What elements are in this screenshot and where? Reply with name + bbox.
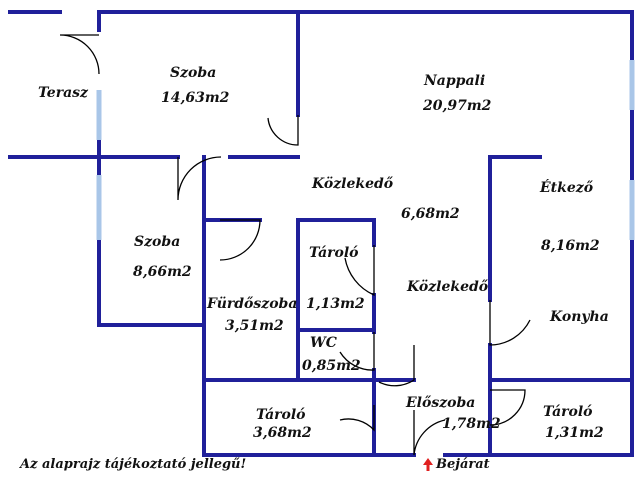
door-eloszoba xyxy=(378,345,415,387)
room-name-kozlekedo1: Közlekedő xyxy=(311,176,394,192)
room-name-szoba2: Szoba xyxy=(134,234,180,250)
room-area-szoba2: 8,66m2 xyxy=(133,264,192,280)
room-area-etkezo: 8,16m2 xyxy=(541,238,600,254)
door-tarolo1 xyxy=(344,245,375,296)
doors xyxy=(59,34,531,456)
room-area-wc: 0,85m2 xyxy=(302,358,361,374)
room-name-tarolo3: Tároló xyxy=(543,404,593,420)
door-terasz xyxy=(59,34,100,75)
room-name-tarolo2: Tároló xyxy=(256,407,306,423)
room-name-eloszoba: Előszoba xyxy=(405,395,475,411)
room-area-nappali: 20,97m2 xyxy=(422,98,492,114)
entrance-marker: Bejárat xyxy=(423,457,490,472)
up-arrow-icon xyxy=(423,458,433,471)
room-name-etkezo: Étkező xyxy=(539,178,594,196)
room-labels: Terasz Szoba 14,63m2 Nappali 20,97m2 Köz… xyxy=(38,65,609,441)
room-area-kozlekedo1: 6,68m2 xyxy=(401,206,460,222)
door-tarolo3 xyxy=(489,389,526,426)
room-name-kozlekedo2: Közlekedő xyxy=(406,279,489,295)
room-name-tarolo1: Tároló xyxy=(309,245,359,261)
entrance-label: Bejárat xyxy=(435,457,490,472)
windows xyxy=(96,60,635,240)
door-furdoszoba xyxy=(219,219,261,261)
room-area-tarolo3: 1,31m2 xyxy=(545,425,604,441)
room-area-eloszoba: 1,78m2 xyxy=(442,416,501,432)
door-tarolo2 xyxy=(339,405,375,432)
room-name-konyha: Konyha xyxy=(549,309,609,325)
room-area-tarolo1: 1,13m2 xyxy=(306,296,365,312)
room-name-wc: WC xyxy=(310,335,337,351)
room-name-szoba1: Szoba xyxy=(170,65,216,81)
walls xyxy=(8,10,634,457)
door-szoba1 xyxy=(267,115,299,146)
room-area-furdoszoba: 3,51m2 xyxy=(225,318,284,334)
door-bejarat xyxy=(413,410,446,456)
room-name-furdoszoba: Fürdőszoba xyxy=(206,296,297,312)
room-name-nappali: Nappali xyxy=(423,73,485,89)
door-wc xyxy=(339,332,375,371)
door-szoba2 xyxy=(177,156,222,201)
room-area-szoba1: 14,63m2 xyxy=(161,90,230,106)
room-area-tarolo2: 3,68m2 xyxy=(253,425,312,441)
door-konyha xyxy=(489,300,531,346)
room-name-terasz: Terasz xyxy=(38,85,89,101)
disclaimer-text: Az alaprajz tájékoztató jellegű! xyxy=(18,457,246,472)
